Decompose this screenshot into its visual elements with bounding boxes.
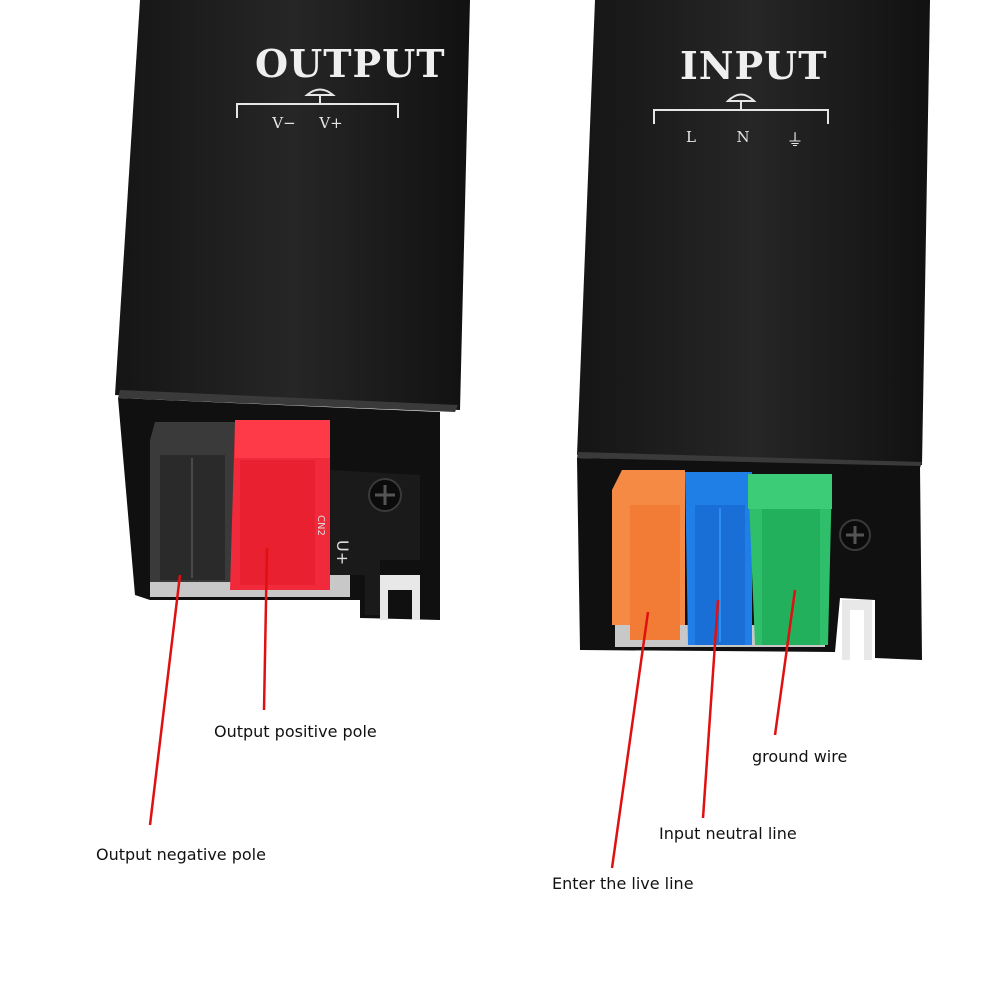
pcb-label-u-plus: U+ (333, 540, 352, 566)
callout-output-positive-pole: Output positive pole (214, 722, 377, 741)
output-housing (115, 0, 470, 410)
output-positive-terminal-top (235, 420, 330, 458)
leader-output-negative (148, 574, 182, 826)
output-terminal-v-plus: V+ (319, 114, 343, 132)
callout-enter-live-line: Enter the live line (552, 874, 694, 893)
leader-input-live (610, 611, 650, 869)
input-screw-slot (846, 526, 864, 544)
input-power-supply (577, 0, 930, 660)
output-power-supply (115, 0, 470, 620)
input-mount-slot (842, 600, 872, 660)
leader-ground (773, 589, 797, 736)
callout-output-negative-pole: Output negative pole (96, 845, 266, 864)
input-housing-edge (577, 452, 922, 468)
leader-input-neutral (701, 599, 720, 819)
output-screw-slot (375, 485, 395, 505)
output-positive-terminal-lever (240, 460, 315, 585)
input-ground-tree-icon (725, 93, 757, 110)
callout-input-neutral-line: Input neutral line (659, 824, 797, 843)
output-terminal-bracket (236, 103, 399, 118)
output-ground-tree-icon (304, 88, 336, 104)
pcb-label-cn2: CN2 (315, 515, 326, 536)
output-title: OUTPUT (255, 41, 446, 86)
leader-output-positive (262, 547, 269, 711)
output-terminal-v-minus: V− (272, 114, 296, 132)
output-mount-slot (380, 575, 420, 620)
input-terminal-n: N (736, 128, 750, 146)
input-terminal-ground: ⏚ (786, 131, 804, 151)
callout-ground-wire: ground wire (752, 747, 848, 766)
output-housing-edge (118, 390, 458, 412)
input-housing (577, 0, 930, 465)
input-title: INPUT (680, 43, 828, 88)
input-terminal-l: L (686, 128, 696, 146)
input-ground-terminal-top (748, 474, 832, 509)
input-live-terminal-lever (630, 505, 680, 640)
